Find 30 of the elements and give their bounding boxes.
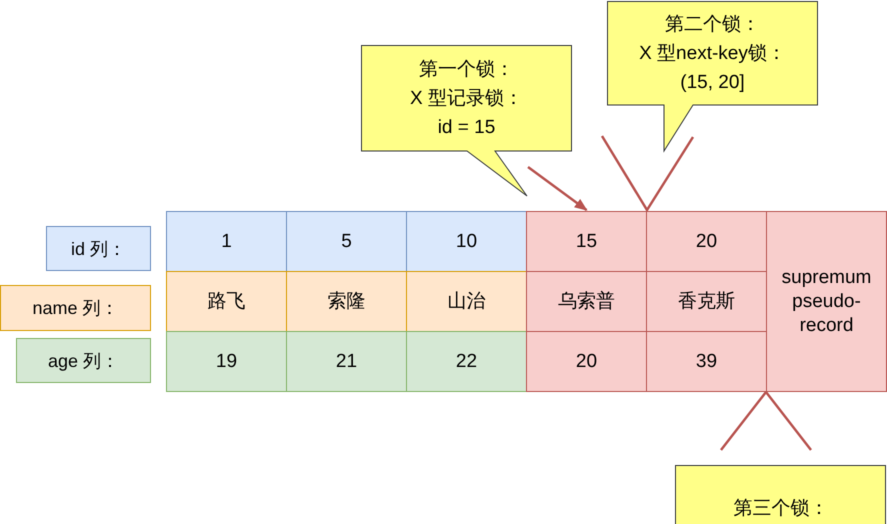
- callout-text: 第二个锁：: [665, 12, 760, 36]
- id-cell: 20: [646, 211, 767, 272]
- name-cell: 香克斯: [646, 271, 767, 332]
- speech-callout: [675, 465, 887, 524]
- age-cell: 21: [286, 331, 407, 392]
- callout-text: 第一个锁：: [419, 58, 514, 82]
- name-cell: 山治: [406, 271, 527, 332]
- age-cell: 20: [526, 331, 647, 392]
- age-cell: 19: [166, 331, 287, 392]
- age-cell: 39: [646, 331, 767, 392]
- callout-text: (15, 20]: [680, 70, 745, 94]
- row-header: id 列：: [46, 226, 151, 271]
- name-cell: 路飞: [166, 271, 287, 332]
- speech-callout: [361, 45, 572, 197]
- row-header: age 列：: [16, 338, 151, 383]
- callout-text: X 型next-key锁：: [639, 42, 786, 66]
- id-cell: 10: [406, 211, 527, 272]
- callout-text: 第三个锁：: [734, 497, 828, 521]
- arrow: [527, 166, 588, 211]
- speech-callout: [607, 1, 818, 152]
- callout-text: X 型记录锁：: [410, 86, 523, 110]
- name-cell: 索隆: [286, 271, 407, 332]
- supremum-record-cell: supremum pseudo-record: [766, 211, 887, 392]
- callout-text: id = 15: [438, 116, 496, 140]
- row-header: name 列：: [0, 285, 151, 331]
- id-cell: 1: [166, 211, 287, 272]
- id-cell: 5: [286, 211, 407, 272]
- age-cell: 22: [406, 331, 527, 392]
- name-cell: 乌索普: [526, 271, 647, 332]
- id-cell: 15: [526, 211, 647, 272]
